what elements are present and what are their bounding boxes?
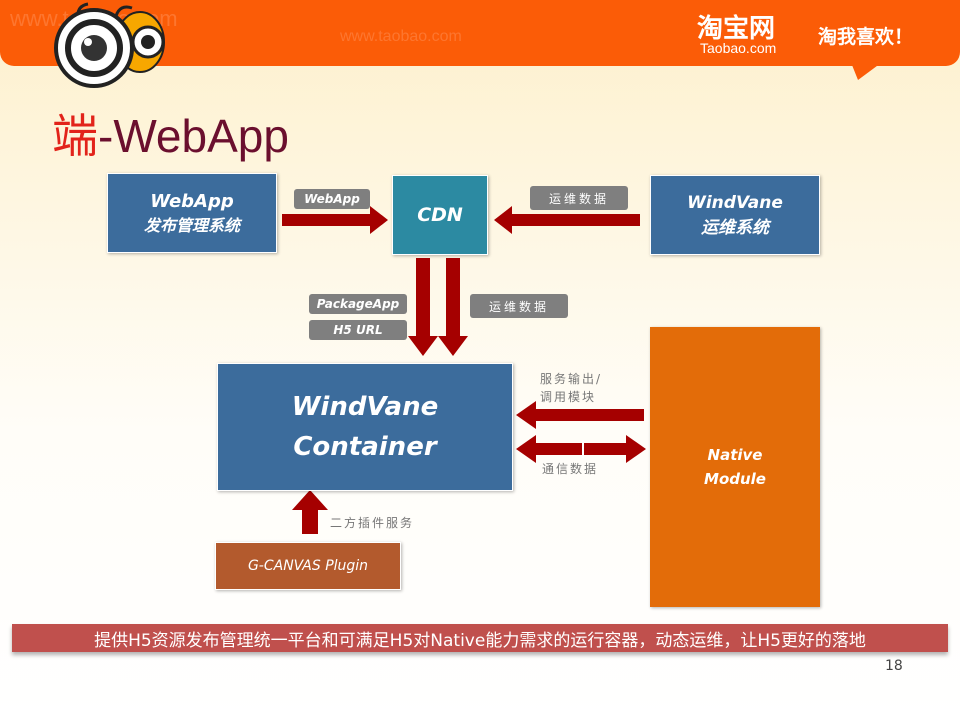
arrow-cdn-down-1 <box>408 258 438 356</box>
edge-label-service-output: 服务输出/ 调用模块 <box>540 370 602 406</box>
arrow-native-to-container <box>516 401 644 429</box>
node-label: WindVane <box>687 192 783 213</box>
native-module[interactable]: Native Module <box>650 327 820 607</box>
ant-mascot-icon <box>54 2 165 88</box>
page-number: 18 <box>885 658 903 674</box>
edge-label-h5-url: H5 URL <box>309 320 407 340</box>
edge-label-webapp: WebApp <box>294 189 370 209</box>
node-label: Container <box>293 432 437 462</box>
windvane-ops-system[interactable]: WindVane 运维系统 <box>650 175 820 255</box>
webapp-management-system[interactable]: WebApp 发布管理系统 <box>107 173 277 253</box>
arrow-plugin-up <box>292 490 328 534</box>
watermark: www.taobao.com <box>340 28 462 45</box>
edge-label-ops-data: 运维数据 <box>530 186 628 210</box>
edge-label-comm-data: 通信数据 <box>542 462 599 476</box>
g-canvas-plugin[interactable]: G-CANVAS Plugin <box>215 542 401 590</box>
slide-title: 端-WebApp <box>52 100 289 166</box>
label-line: 调用模块 <box>540 390 597 404</box>
summary-bar: 提供H5资源发布管理统一平台和可满足H5对Native能力需求的运行容器，动态运… <box>12 624 948 652</box>
slogan: 淘我喜欢！ <box>818 26 914 48</box>
windvane-container[interactable]: WindVane Container <box>217 363 513 491</box>
node-label: Native <box>707 446 763 464</box>
edge-label-packageapp: PackageApp <box>309 294 407 314</box>
node-label: WindVane <box>291 392 439 422</box>
arrow-bidirectional-comm <box>516 435 646 463</box>
speech-tail-icon <box>850 60 885 80</box>
title-rest: -WebApp <box>98 110 289 162</box>
node-label: 发布管理系统 <box>143 215 240 235</box>
arrow-cdn-down-2 <box>438 258 468 356</box>
taobao-logo-en: Taobao.com <box>700 40 777 56</box>
label-line: 服务输出/ <box>540 372 603 386</box>
title-red: 端 <box>52 110 98 162</box>
arrow-webapp-to-cdn <box>282 206 388 234</box>
arrow-ops-to-cdn <box>494 206 640 234</box>
edge-label-plugin-service: 二方插件服务 <box>330 516 415 530</box>
node-label: Module <box>704 470 766 488</box>
taobao-logo: 淘宝网 <box>697 14 776 44</box>
cdn-node[interactable]: CDN <box>392 175 488 255</box>
edge-label-ops-data-2: 运维数据 <box>470 294 568 318</box>
node-label: WebApp <box>150 190 234 212</box>
node-label: 运维系统 <box>701 217 769 238</box>
